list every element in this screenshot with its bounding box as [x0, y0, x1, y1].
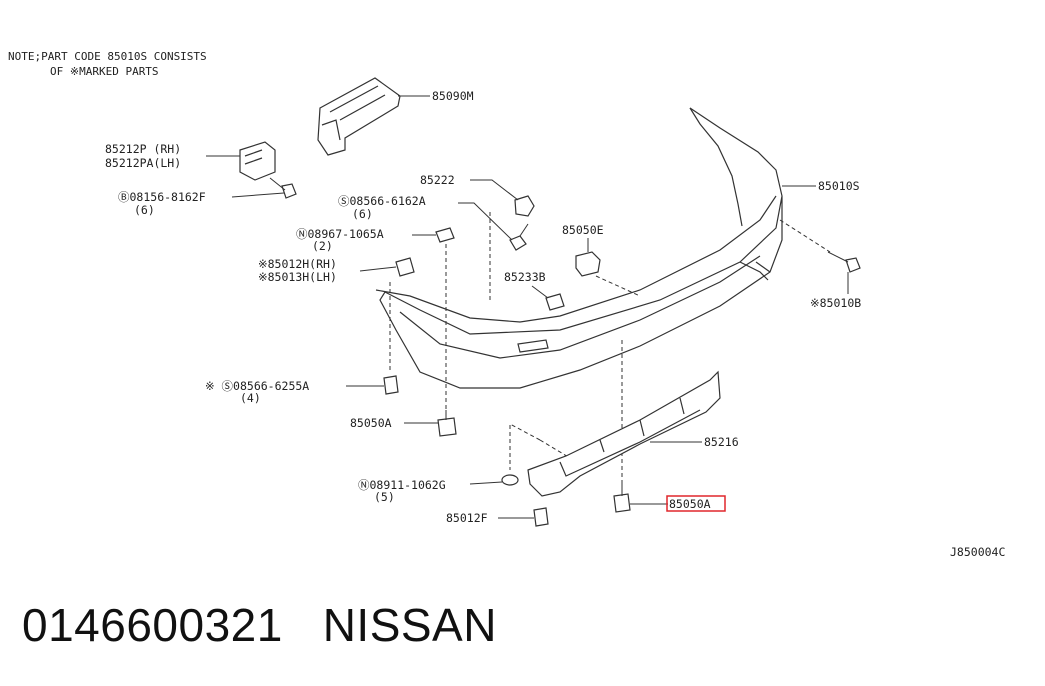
- label-08566-6255A-qty: (4): [240, 391, 261, 405]
- label-85012H[interactable]: ※85012H(RH): [258, 257, 337, 271]
- label-08156-8162F[interactable]: Ⓑ08156-8162F: [118, 190, 206, 204]
- screw-08566-6162A-drawing: [509, 223, 529, 251]
- nut-08911-1062G-drawing: [501, 474, 519, 486]
- assembly-line-7: [509, 423, 541, 470]
- leader-85222: [470, 179, 519, 201]
- label-08156-qty: (6): [134, 203, 155, 217]
- part-number: 0146600321: [22, 599, 283, 651]
- leader-85012H: [359, 266, 397, 272]
- highlight-box: [666, 495, 726, 512]
- assembly-line-4: [595, 275, 641, 297]
- label-85090M[interactable]: 85090M: [432, 89, 474, 103]
- label-85012F[interactable]: 85012F: [446, 511, 488, 525]
- leader-08566-6162A: [458, 202, 513, 241]
- leader-08911: [469, 481, 503, 485]
- label-08911-qty: (5): [374, 490, 395, 504]
- label-08566-6162A[interactable]: Ⓢ08566-6162A: [338, 194, 426, 208]
- leader-08156: [231, 192, 285, 198]
- drawing-code: J850004C: [950, 545, 1005, 559]
- assembly-line-5: [779, 219, 831, 253]
- label-85233B[interactable]: 85233B: [504, 270, 546, 284]
- label-08967-qty: (2): [312, 239, 333, 253]
- leader-85233B: [531, 285, 549, 299]
- label-85212P[interactable]: 85212P (RH): [105, 142, 181, 156]
- label-85050A-left[interactable]: 85050A: [350, 416, 392, 430]
- bracket-85212P-drawing: [239, 141, 297, 199]
- assembly-line-8: [539, 439, 571, 459]
- fastener-85050A-left-drawing: [437, 410, 457, 437]
- label-08911-1062G[interactable]: Ⓝ08911-1062G: [358, 478, 446, 492]
- clip-85233B-drawing: [545, 293, 565, 311]
- fastener-85050A-right-drawing: [613, 480, 631, 513]
- clip-85012F-drawing: [533, 507, 549, 527]
- lower-valance-85216-drawing: [527, 370, 721, 497]
- caption: 0146600321 NISSAN: [22, 598, 497, 652]
- screw-08566-6255A-drawing: [383, 375, 399, 395]
- clip-08967-1065A-drawing: [435, 227, 455, 243]
- label-85050E[interactable]: 85050E: [562, 223, 604, 237]
- label-85050A-right[interactable]: 85050A: [669, 497, 711, 511]
- label-85222[interactable]: 85222: [420, 173, 455, 187]
- label-85216[interactable]: 85216: [704, 435, 739, 449]
- parts-diagram: NOTE;PART CODE 85010S CONSISTS OF ※MARKE…: [8, 50, 1005, 559]
- screw-85010B-drawing: [827, 251, 861, 273]
- label-08566-6255A[interactable]: ※ Ⓢ08566-6255A: [205, 379, 309, 393]
- bracket-85090M-drawing: [317, 77, 401, 156]
- label-85010S[interactable]: 85010S: [818, 179, 860, 193]
- clip-85222-drawing: [514, 195, 535, 217]
- label-08967-1065A[interactable]: Ⓝ08967-1065A: [296, 227, 384, 241]
- label-85212PA[interactable]: 85212PA(LH): [105, 156, 181, 170]
- brand-name: NISSAN: [322, 599, 497, 651]
- label-85013H[interactable]: ※85013H(LH): [258, 270, 337, 284]
- bumper-fascia-85010S-drawing: [375, 107, 783, 389]
- bracket-85050E-drawing: [575, 251, 601, 277]
- label-85010B[interactable]: ※85010B: [810, 296, 861, 310]
- note-line-1: NOTE;PART CODE 85010S CONSISTS: [8, 50, 207, 63]
- note-line-2: OF ※MARKED PARTS: [50, 65, 159, 78]
- bracket-85012H-drawing: [395, 257, 415, 277]
- label-08566-6162A-qty: (6): [352, 207, 373, 221]
